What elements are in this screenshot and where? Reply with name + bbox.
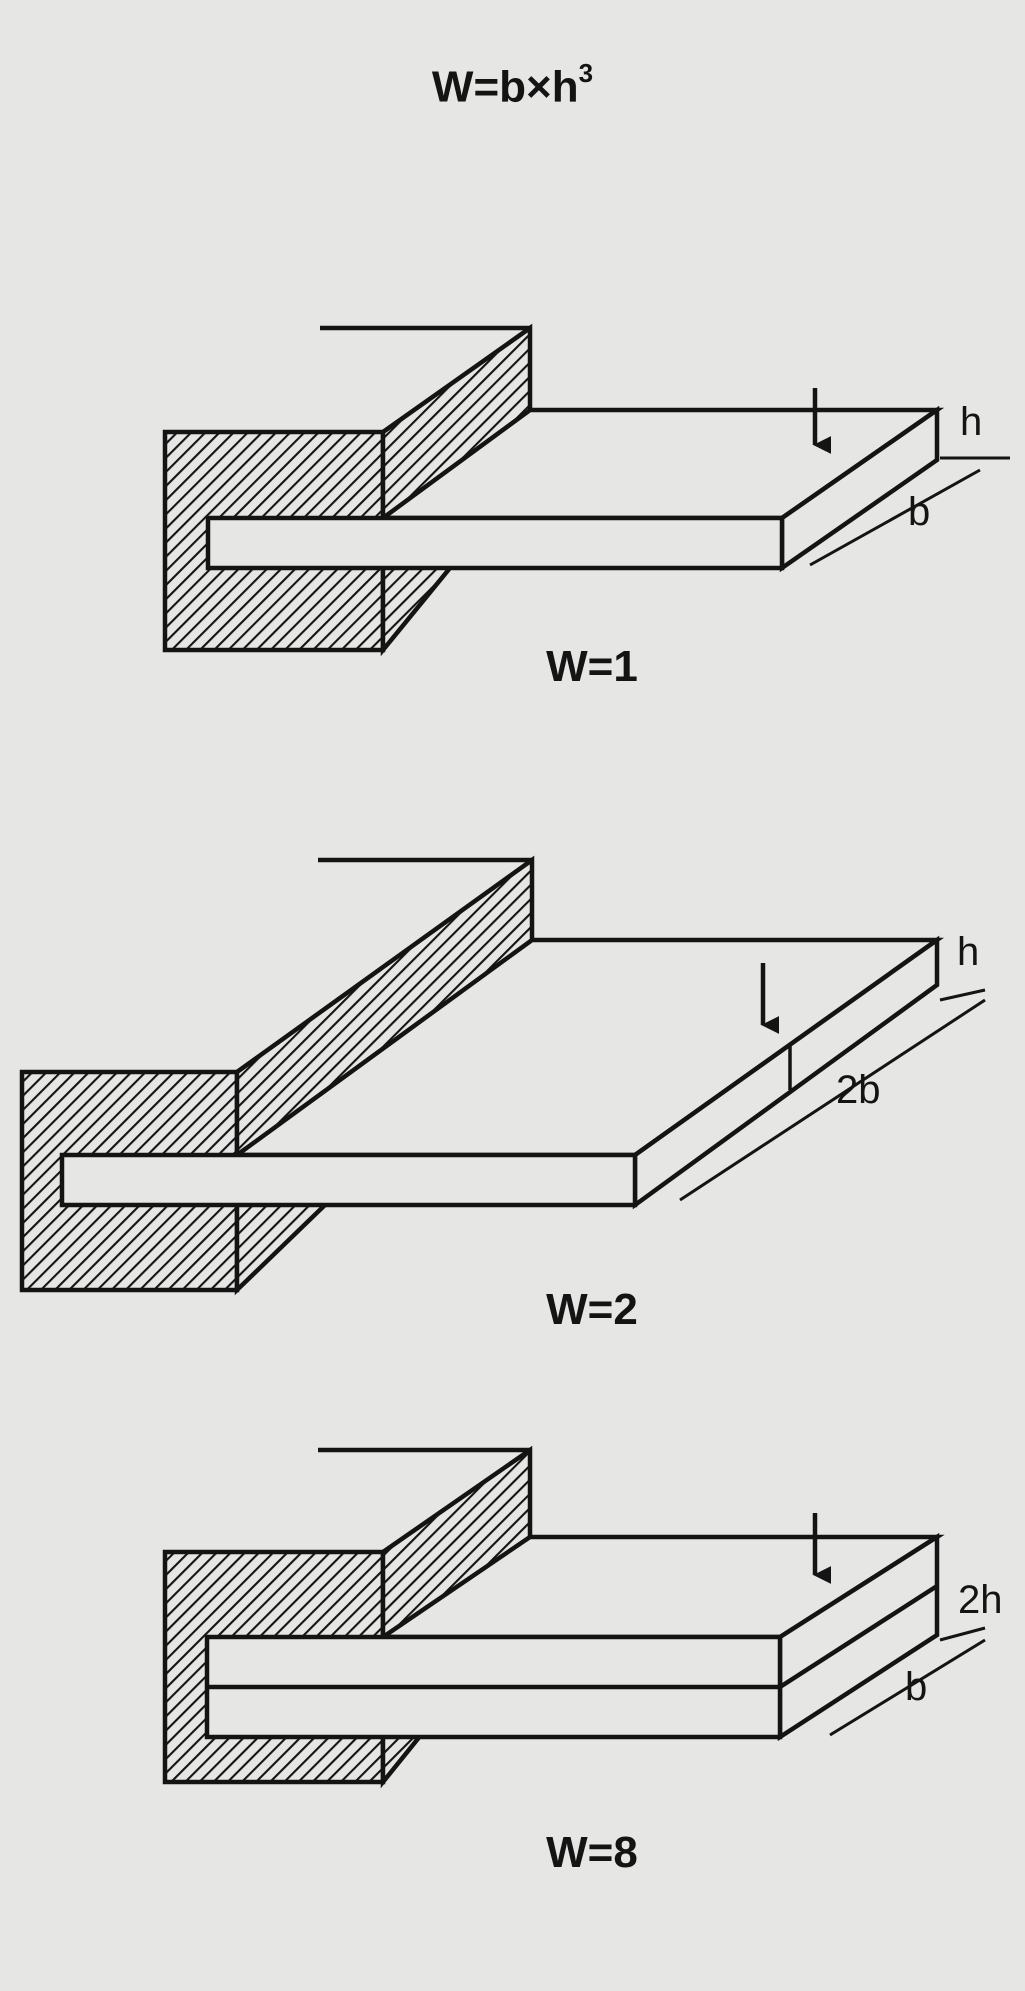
figure-2-height-dimension-line xyxy=(939,988,986,1002)
formula-w: W xyxy=(431,62,474,112)
figure-1-caption: W=1 xyxy=(546,642,638,691)
figure-2-beam-front xyxy=(59,1152,638,1208)
formula-b: b xyxy=(499,62,527,112)
formula-title: W=b×h3 xyxy=(0,58,1025,113)
figure-1-width-dimension-line xyxy=(809,468,981,567)
figure-3-beam xyxy=(162,1445,986,1789)
formula-h: h xyxy=(551,62,579,112)
figure-2-width-label: 2b xyxy=(836,1068,881,1112)
figure-3-height-label: 2h xyxy=(958,1578,1003,1622)
formula-exponent: 3 xyxy=(578,58,594,88)
figure-3-beam-side-split xyxy=(778,1584,939,1689)
formula-times: × xyxy=(526,62,552,112)
figure-2-height-label: h xyxy=(957,930,980,974)
figure-2-caption: W=2 xyxy=(546,1285,638,1334)
figure-3-caption: W=8 xyxy=(546,1828,638,1877)
formula-equals: = xyxy=(473,62,500,112)
figure-1-height-label: h xyxy=(960,400,983,444)
figure-3-height-dimension-line xyxy=(939,1626,986,1642)
figure-1-width-label: b xyxy=(908,490,931,534)
figure-3-width-dimension-line xyxy=(829,1638,986,1737)
figure-2-width-dimension-line xyxy=(679,998,986,1202)
figure-3-width-label: b xyxy=(905,1665,928,1709)
figure-2-beam xyxy=(19,855,986,1296)
figure-1-beam-front xyxy=(205,515,785,571)
figure-1-beam xyxy=(162,323,1010,657)
